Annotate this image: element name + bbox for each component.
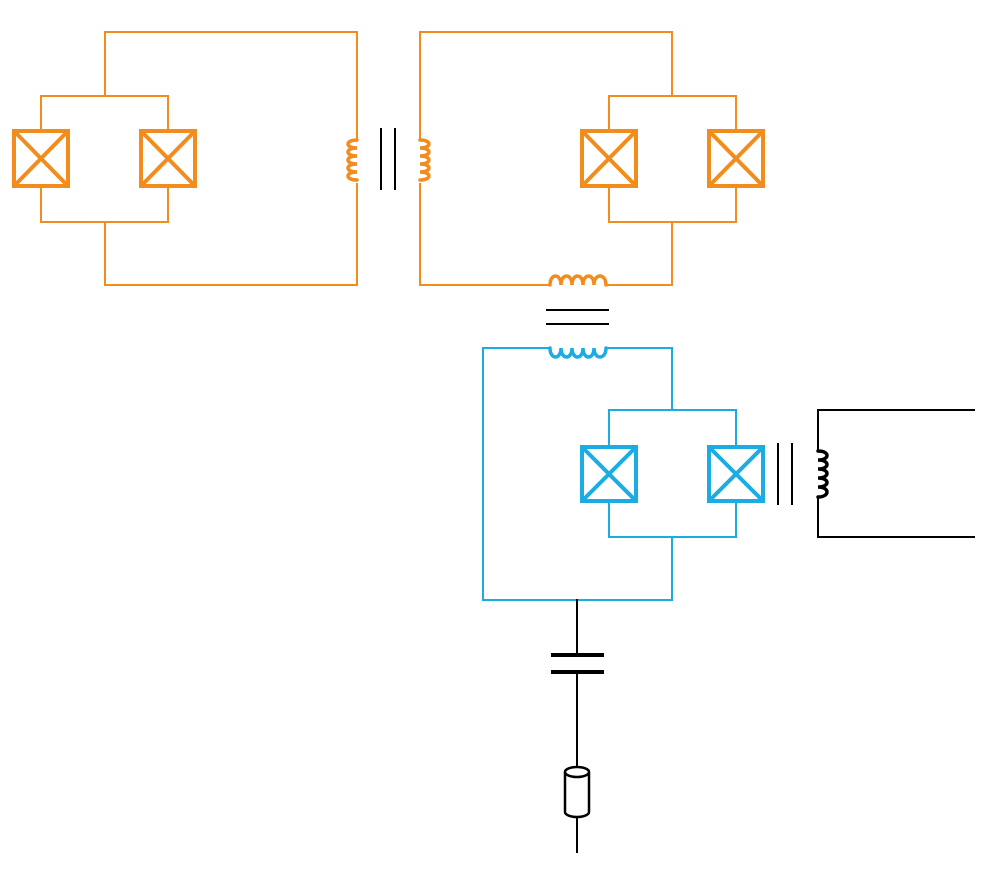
cable-icon [563, 765, 591, 819]
middle-transformer-core-icon [546, 309, 609, 325]
junction-4 [707, 129, 765, 188]
left-coupling-inductor [346, 138, 359, 182]
readout-circuit [816, 409, 975, 538]
blue-loop-squid-wire [608, 409, 737, 538]
readout-wire [817, 409, 975, 538]
readout-transformer-core-icon [777, 443, 793, 505]
junction-2 [139, 129, 197, 188]
junction-5 [580, 445, 638, 503]
right-orange-loop [418, 31, 765, 287]
readout-inductor [816, 449, 829, 499]
blue-loop-outer-wire [482, 347, 673, 601]
right-coupling-inductor [418, 138, 431, 182]
capacitor-icon [551, 653, 604, 674]
upper-transformer-core-icon [380, 128, 396, 190]
right-loop-outer-wire [419, 31, 673, 286]
blue-loop [482, 346, 765, 601]
left-orange-loop [12, 31, 359, 286]
junction-6 [707, 445, 765, 503]
junction-3 [580, 129, 638, 188]
top-blue-inductor [548, 346, 608, 359]
junction-1 [12, 129, 70, 188]
feedline [551, 599, 604, 853]
left-loop-outer-wire [104, 31, 358, 286]
bottom-orange-inductor [548, 274, 608, 287]
right-loop-squid-wire [608, 95, 737, 223]
left-loop-squid-wire [40, 95, 169, 223]
